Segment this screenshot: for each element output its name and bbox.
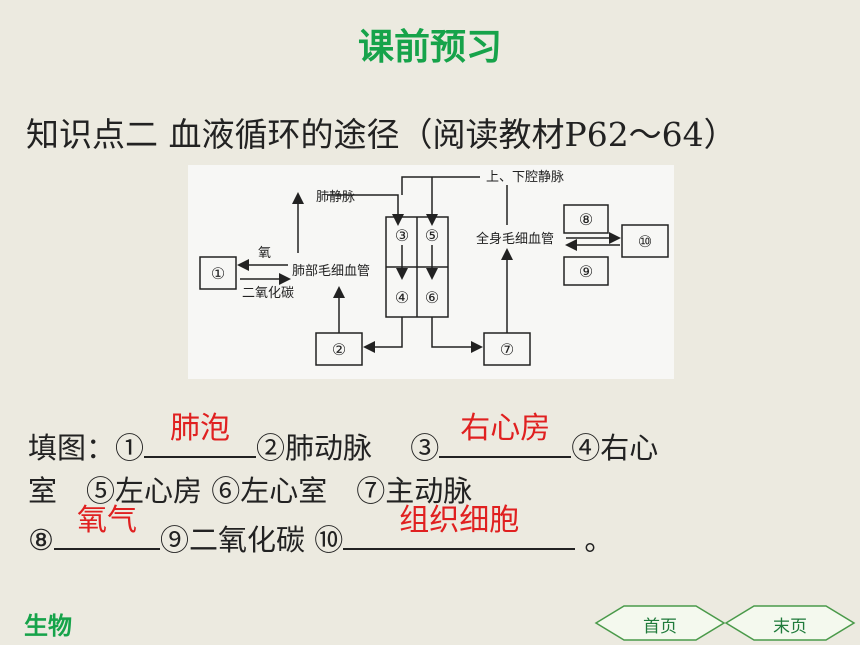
last-page-button[interactable]: 末页 <box>724 604 856 642</box>
section-heading: 知识点二 血液循环的途径（阅读教材P62～64） <box>26 115 737 154</box>
blank-3: 右心房 <box>439 411 572 458</box>
label-oxygen: 氧 <box>258 246 271 261</box>
node-box-8 <box>563 204 609 234</box>
fill-line-3: ⑧ 氧气 ⑨二氧化碳 ⑩ 组织细胞 。 <box>28 503 838 560</box>
label-pulmonary-vein: 肺静脉 <box>316 190 355 205</box>
node-10: ⑩ <box>638 232 652 251</box>
fill-segment-2: ②肺动脉 ③ <box>256 431 440 465</box>
blank-1: 肺泡 <box>144 411 257 458</box>
node-8: ⑧ <box>579 210 593 229</box>
fill-line-1: 填图：① 肺泡 ②肺动脉 ③ 右心房 ④右心 <box>28 411 838 468</box>
label-body-capillaries: 全身毛细血管 <box>476 231 554 247</box>
node-box-10 <box>621 224 669 258</box>
first-page-shape <box>594 605 726 641</box>
node-box-1 <box>199 256 237 290</box>
node-box-9 <box>563 256 609 286</box>
diagram-canvas: ① ② ③ ④ ⑤ ⑥ ⑦ ⑧ ⑨ ⑩ 肺静脉 上、下腔静脉 氧 二氧化碳 肺部… <box>199 170 669 366</box>
answer-3: 右心房 <box>460 411 551 446</box>
node-3: ③ <box>395 226 409 245</box>
label-co2: 二氧化碳 <box>242 286 294 301</box>
blank-8: 氧气 <box>54 503 160 550</box>
node-4: ④ <box>395 288 409 307</box>
subject-logo: 生物 <box>24 611 72 640</box>
page-title: 课前预习 <box>357 26 502 68</box>
label-lung-capillaries: 肺部毛细血管 <box>292 264 370 279</box>
fill-segment-4: ④右心 <box>571 431 659 465</box>
first-page-button[interactable]: 首页 <box>594 604 726 642</box>
node-9: ⑨ <box>579 262 593 281</box>
answer-10: 组织细胞 <box>399 503 520 538</box>
first-page-label: 首页 <box>643 617 677 637</box>
node-1: ① <box>211 264 225 283</box>
blank-10: 组织细胞 <box>343 503 576 550</box>
node-6: ⑥ <box>425 288 439 307</box>
fill-prefix: 填图：① <box>28 431 145 465</box>
fill-segment-9: ⑨二氧化碳 ⑩ <box>160 523 344 557</box>
last-page-shape <box>724 605 856 641</box>
answer-8: 氧气 <box>77 503 137 538</box>
fill-end: 。 <box>575 523 614 557</box>
label-vena-cava: 上、下腔静脉 <box>486 170 564 185</box>
fill-line-2: 室 ⑤左心房 ⑥左心室 ⑦主动脉 <box>28 474 473 508</box>
node-5: ⑤ <box>425 226 439 245</box>
node-7: ⑦ <box>500 340 514 359</box>
fill-in-section: 填图：① 肺泡 ②肺动脉 ③ 右心房 ④右心 室 ⑤左心房 ⑥左心室 ⑦主动脉 ⑧ 氧气 ⑨… <box>28 411 838 560</box>
answer-1: 肺泡 <box>170 411 231 446</box>
fill-prefix-8: ⑧ <box>28 523 54 557</box>
node-2: ② <box>332 340 346 359</box>
blood-circulation-diagram: ① ② ③ ④ ⑤ ⑥ ⑦ ⑧ ⑨ ⑩ 肺静脉 上、下腔静脉 氧 二氧化碳 肺部… <box>188 165 674 379</box>
last-page-label: 末页 <box>773 617 807 637</box>
